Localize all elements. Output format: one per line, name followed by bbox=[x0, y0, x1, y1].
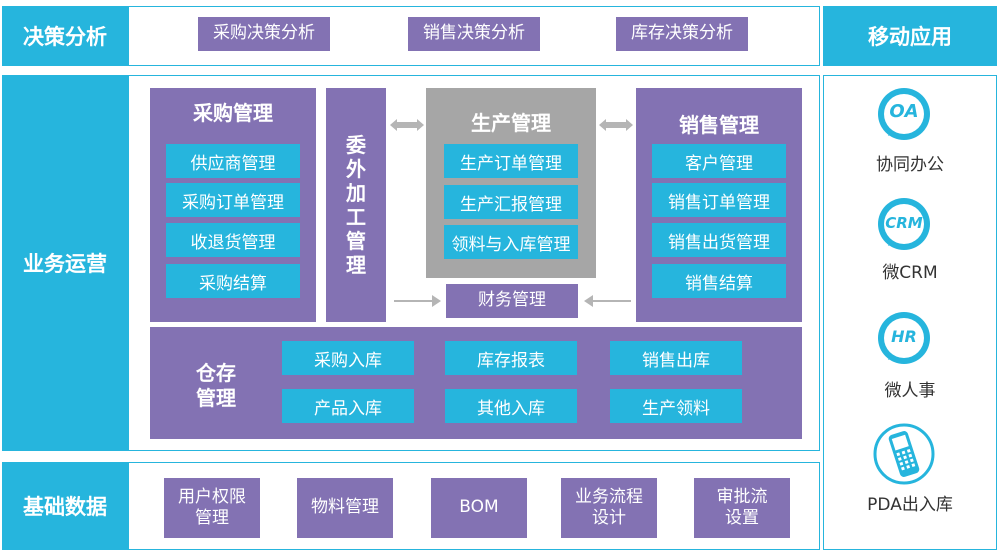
basic-item-line1: 业务流程 bbox=[575, 486, 643, 507]
mobile-app-label[interactable]: 微CRM bbox=[882, 263, 938, 283]
sales-item[interactable]: 销售出货管理 bbox=[652, 223, 786, 257]
purchase-item[interactable]: 采购结算 bbox=[166, 264, 300, 298]
purchase-title: 采购管理 bbox=[193, 100, 273, 125]
production-item[interactable]: 生产订单管理 bbox=[444, 144, 578, 178]
basic-item-line2: 设置 bbox=[725, 508, 759, 528]
sales-title: 销售管理 bbox=[679, 112, 759, 137]
outsource-module[interactable]: 委外加工管理 bbox=[326, 88, 386, 322]
purchase-item[interactable]: 供应商管理 bbox=[166, 144, 300, 178]
double-arrow-icon bbox=[597, 114, 635, 136]
warehouse-title: 仓存 管理 bbox=[190, 361, 242, 411]
basic-item-line1: 物料管理 bbox=[311, 497, 379, 518]
crm-icon-text: CRM bbox=[885, 214, 923, 232]
finance-module[interactable]: 财务管理 bbox=[446, 284, 578, 318]
warehouse-item[interactable]: 销售出库 bbox=[610, 341, 742, 375]
oa-bubble-icon[interactable]: OA bbox=[874, 86, 934, 146]
row-label-decision: 决策分析 bbox=[2, 6, 128, 66]
decision-item-purchase[interactable]: 采购决策分析 bbox=[198, 17, 330, 51]
warehouse-item[interactable]: 产品入库 bbox=[282, 389, 414, 423]
basic-item-line1: BOM bbox=[459, 497, 499, 518]
production-item[interactable]: 领料与入库管理 bbox=[444, 225, 578, 259]
row-label-basic: 基础数据 bbox=[2, 462, 128, 550]
sales-item[interactable]: 客户管理 bbox=[652, 144, 786, 178]
basic-item-line2: 设计 bbox=[592, 508, 626, 528]
sales-module: 销售管理 客户管理 销售订单管理 销售出货管理 销售结算 bbox=[636, 88, 802, 322]
basic-item-line1: 审批流 bbox=[716, 486, 768, 507]
decision-item-sales[interactable]: 销售决策分析 bbox=[408, 17, 540, 51]
warehouse-item[interactable]: 其他入库 bbox=[445, 389, 577, 423]
warehouse-item[interactable]: 生产领料 bbox=[610, 389, 742, 423]
production-item[interactable]: 生产汇报管理 bbox=[444, 185, 578, 219]
basic-item-bom[interactable]: BOM bbox=[431, 478, 527, 538]
outsource-title: 委外加工管理 bbox=[346, 133, 366, 277]
mobile-title: 移动应用 bbox=[823, 6, 997, 66]
purchase-module: 采购管理 供应商管理 采购订单管理 收退货管理 采购结算 bbox=[150, 88, 316, 322]
basic-item-workflow[interactable]: 业务流程 设计 bbox=[561, 478, 657, 538]
sales-item[interactable]: 销售订单管理 bbox=[652, 183, 786, 217]
production-module: 生产管理 生产订单管理 生产汇报管理 领料与入库管理 bbox=[426, 88, 596, 278]
decision-item-inventory[interactable]: 库存决策分析 bbox=[616, 17, 748, 51]
crm-bubble-icon[interactable]: CRM bbox=[874, 196, 934, 256]
warehouse-item[interactable]: 库存报表 bbox=[445, 341, 577, 375]
basic-item-line2: 管理 bbox=[195, 508, 229, 528]
arrow-right-icon bbox=[394, 293, 442, 307]
mobile-app-label[interactable]: 协同办公 bbox=[876, 155, 944, 175]
mobile-app-label[interactable]: 微人事 bbox=[884, 381, 936, 401]
oa-icon-text: OA bbox=[889, 101, 919, 122]
double-arrow-icon bbox=[388, 114, 426, 136]
pda-device-icon[interactable] bbox=[872, 422, 936, 486]
basic-item-line1: 用户权限 bbox=[178, 486, 246, 507]
row-label-operations: 业务运营 bbox=[2, 75, 128, 451]
arrow-left-icon bbox=[583, 293, 631, 307]
sales-item[interactable]: 销售结算 bbox=[652, 264, 786, 298]
hr-icon-text: HR bbox=[891, 327, 917, 346]
production-title: 生产管理 bbox=[471, 110, 551, 135]
warehouse-title-line1: 仓存 bbox=[196, 361, 236, 385]
warehouse-title-line2: 管理 bbox=[196, 386, 236, 410]
mobile-app-label[interactable]: PDA出入库 bbox=[867, 495, 953, 515]
warehouse-module: 仓存 管理 采购入库 库存报表 销售出库 产品入库 其他入库 生产领料 bbox=[150, 327, 802, 439]
purchase-item[interactable]: 采购订单管理 bbox=[166, 183, 300, 217]
warehouse-item[interactable]: 采购入库 bbox=[282, 341, 414, 375]
basic-item-user-permissions[interactable]: 用户权限 管理 bbox=[164, 478, 260, 538]
hr-bubble-icon[interactable]: HR bbox=[874, 310, 934, 370]
purchase-item[interactable]: 收退货管理 bbox=[166, 223, 300, 257]
basic-item-approval[interactable]: 审批流 设置 bbox=[694, 478, 790, 538]
basic-item-materials[interactable]: 物料管理 bbox=[297, 478, 393, 538]
